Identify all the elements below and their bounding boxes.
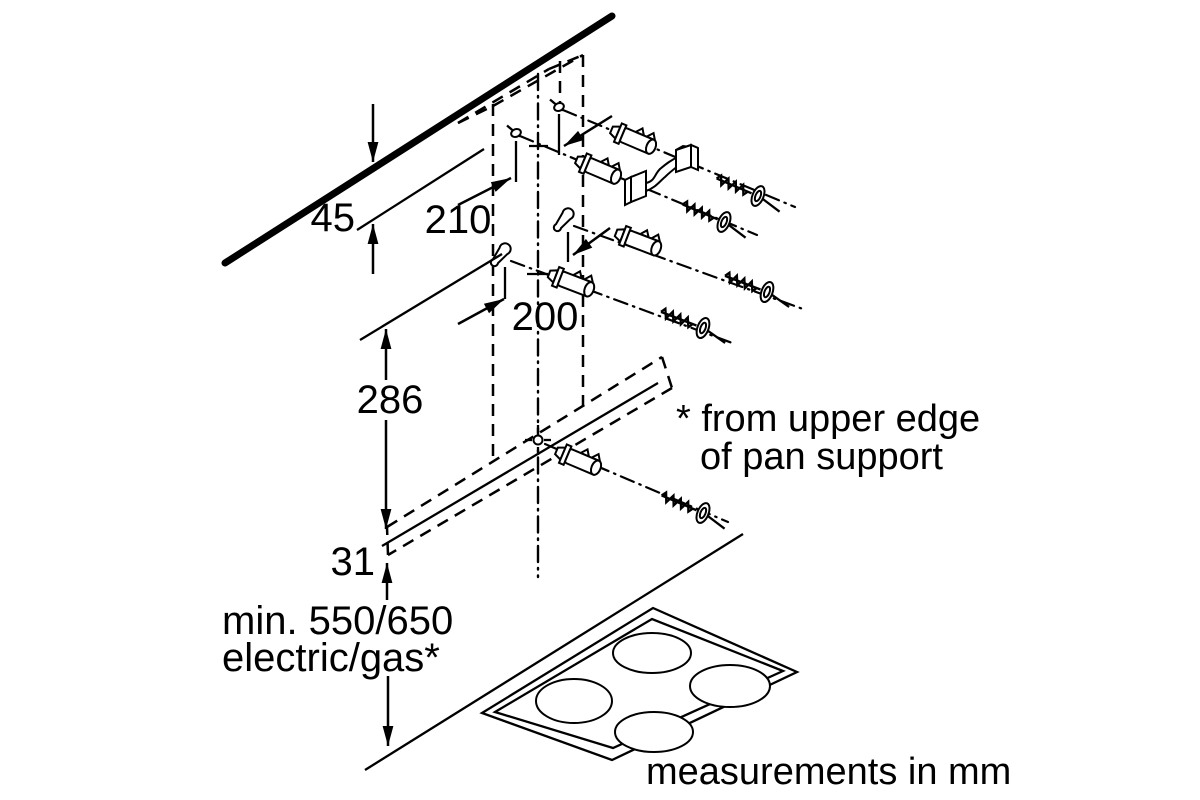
wall-plug-icon xyxy=(551,437,607,480)
cooktop xyxy=(364,533,800,771)
template-top-left-depth-edge xyxy=(457,104,494,125)
units-note: measurements in mm xyxy=(646,751,1011,793)
screw-icon xyxy=(711,167,788,217)
rail-left-end xyxy=(385,526,390,556)
hood-top-reference-line xyxy=(356,148,485,231)
min-clearance-label-line1: min. 550/650 xyxy=(222,599,453,643)
dimension-lower-hole-spacing: 200 xyxy=(457,226,611,339)
arrow-downleft-icon xyxy=(572,226,611,257)
hole-level-reference-line xyxy=(359,253,503,341)
burner-icon xyxy=(614,711,694,753)
drilling-template xyxy=(457,53,585,579)
drill-hole-icon xyxy=(505,124,524,140)
dimension-upper-hole-spacing: 210 xyxy=(425,114,613,242)
countertop-edge-line xyxy=(364,533,744,771)
footnote-line1: * from upper edge xyxy=(676,398,980,440)
screw-icon xyxy=(677,193,754,243)
dimension-rail-height: 31 xyxy=(331,540,393,600)
template-top-right-depth-edge xyxy=(548,53,584,71)
mounting-bracket-icon xyxy=(624,143,699,207)
rail-top-edge xyxy=(386,355,663,529)
fasteners xyxy=(544,116,797,534)
dimension-label-45: 45 xyxy=(311,196,356,240)
rail-screw-mark-icon xyxy=(523,423,553,457)
arrow-upright-icon xyxy=(457,176,512,207)
dimension-label-286: 286 xyxy=(357,378,424,422)
arrow-downleft-icon xyxy=(563,114,613,148)
burner-icon xyxy=(535,678,613,724)
wall-plug-icon xyxy=(571,146,627,189)
footnote-line2: of pan support xyxy=(700,436,943,478)
hob-inner-border xyxy=(492,617,786,750)
wall-plug-icon xyxy=(606,116,662,159)
projection-line-row1 xyxy=(561,108,797,209)
annotations: * from upper edge of pan support measure… xyxy=(646,398,1011,793)
keyhole-slot-icon xyxy=(549,205,577,235)
arrow-upright-icon xyxy=(457,297,505,326)
dimension-hole-to-rail: 286 xyxy=(357,329,424,529)
ceiling-line xyxy=(221,12,616,267)
burner-icon xyxy=(689,664,771,708)
burner-icon xyxy=(612,632,692,674)
drill-hole-icon xyxy=(548,98,567,114)
wall-plug-icon xyxy=(611,219,667,261)
screw-icon xyxy=(656,300,733,349)
dimension-ceiling-clearance: 45 xyxy=(311,104,379,274)
dimension-min-hob-clearance: min. 550/650 electric/gas* xyxy=(222,599,453,746)
rail-bottom-edge xyxy=(387,386,673,557)
support-rail xyxy=(381,355,674,557)
template-top-back-edge xyxy=(457,67,550,125)
min-clearance-label-line2: electric/gas* xyxy=(222,636,440,680)
dimension-label-31: 31 xyxy=(331,540,376,584)
dimension-label-210: 210 xyxy=(425,198,492,242)
rail-front-line xyxy=(381,382,659,547)
dimension-label-200: 200 xyxy=(512,295,579,339)
screw-icon xyxy=(656,484,733,534)
screw-icon xyxy=(720,264,797,313)
hob-outer-border xyxy=(479,606,800,762)
rail-right-end xyxy=(660,356,674,389)
